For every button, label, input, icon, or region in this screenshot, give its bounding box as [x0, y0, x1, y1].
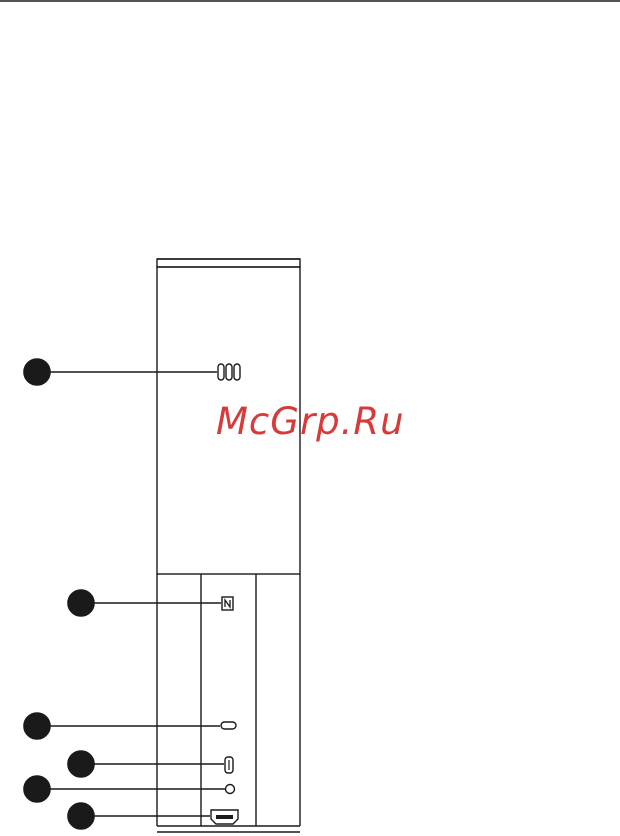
button-slot-icon [221, 722, 236, 729]
callout-audio-jack [24, 776, 225, 802]
watermark-text: McGrp.Ru [216, 400, 405, 443]
top-cap [157, 259, 300, 267]
callout-button [24, 713, 220, 739]
audio-jack-icon [226, 785, 235, 794]
callout-nfc [68, 590, 221, 616]
device-body [157, 259, 300, 832]
callouts [24, 359, 225, 829]
nfc-icon [222, 597, 233, 610]
micro-usb-icon [225, 757, 233, 773]
callout-speaker-grille [24, 359, 217, 385]
hdmi-icon [211, 810, 238, 824]
speaker-grille-icon [218, 364, 240, 380]
callout-hdmi [68, 803, 210, 829]
